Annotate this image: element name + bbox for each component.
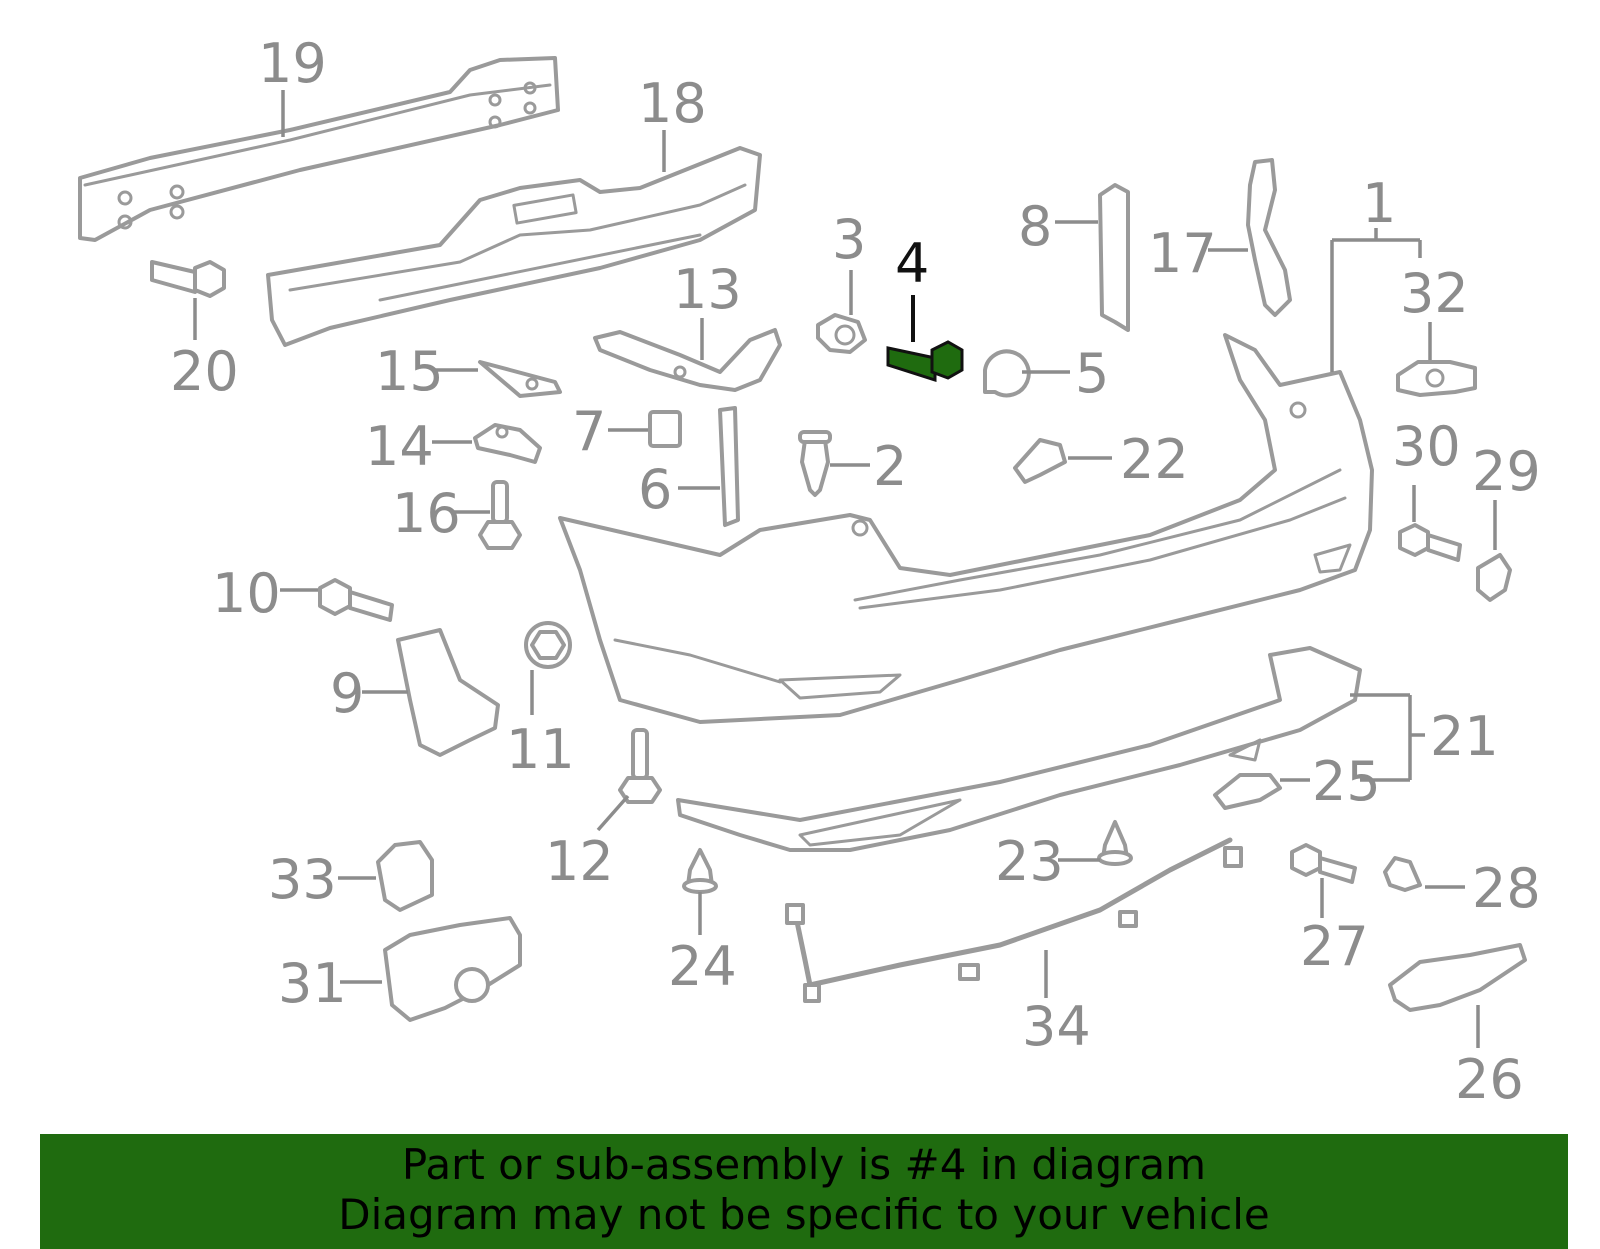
- leader-12: [596, 794, 630, 832]
- part-14-retainer: [473, 423, 542, 464]
- callout-26: 26: [1455, 1048, 1524, 1111]
- part-29-clip: [1476, 553, 1512, 602]
- leader-1: [1330, 228, 1422, 372]
- part-30-bolt: [1398, 523, 1462, 562]
- callout-32: 32: [1400, 262, 1469, 325]
- part-18-energy-absorber: [266, 146, 762, 347]
- part-27-bolt: [1290, 843, 1357, 884]
- part-19-reinforcement: [78, 56, 560, 242]
- callout-23: 23: [995, 830, 1064, 893]
- part-10-bolt: [318, 578, 394, 622]
- callout-1: 1: [1362, 172, 1396, 235]
- callout-7: 7: [572, 400, 606, 463]
- part-34-wire-harness: [785, 837, 1243, 1003]
- part-21-lower-cover: [676, 646, 1362, 852]
- part-5-grommet: [983, 349, 1031, 398]
- part-13-side-bracket: [593, 328, 782, 392]
- part-8-reflector-strip: [1098, 183, 1130, 332]
- callout-31: 31: [278, 952, 347, 1015]
- callout-6: 6: [638, 458, 672, 521]
- callout-labels: 19 18 20 15 14 13 16 7 6 3 4 5 2 8 17 22…: [170, 32, 1541, 1111]
- part-9-side-bracket: [396, 628, 500, 757]
- callout-22: 22: [1120, 428, 1189, 491]
- part-22-retainer: [1013, 438, 1067, 484]
- callout-9: 9: [330, 662, 364, 725]
- banner-line-2: Diagram may not be specific to your vehi…: [338, 1190, 1270, 1239]
- part-17-bracket: [1246, 158, 1292, 317]
- part-23-push-clip: [1097, 820, 1133, 866]
- callout-29: 29: [1472, 440, 1541, 503]
- callout-12: 12: [545, 830, 614, 893]
- part-4-bolt-highlighted: [886, 340, 964, 383]
- callout-30: 30: [1392, 415, 1461, 478]
- callout-27: 27: [1300, 915, 1369, 978]
- part-28-clip: [1383, 856, 1422, 892]
- banner-line-1: Part or sub-assembly is #4 in diagram: [401, 1140, 1207, 1189]
- callout-20: 20: [170, 340, 239, 403]
- info-banner: Part or sub-assembly is #4 in diagram Di…: [40, 1134, 1568, 1249]
- callout-14: 14: [365, 415, 434, 478]
- callout-4: 4: [895, 232, 929, 295]
- callout-3: 3: [832, 208, 866, 271]
- callout-33: 33: [268, 848, 337, 911]
- callout-17: 17: [1148, 222, 1217, 285]
- callout-8: 8: [1018, 195, 1052, 258]
- callout-28: 28: [1472, 857, 1541, 920]
- part-24-push-clip: [682, 848, 718, 894]
- callout-10: 10: [212, 562, 281, 625]
- callout-2: 2: [873, 435, 907, 498]
- part-1-bumper-cover: [558, 333, 1374, 724]
- callout-18: 18: [638, 72, 707, 135]
- part-6-strip: [718, 406, 740, 527]
- callout-19: 19: [258, 32, 327, 95]
- part-20-bolt: [150, 260, 226, 298]
- part-11-nut: [524, 621, 572, 669]
- part-25-clip: [1213, 773, 1282, 810]
- part-15-bracket: [478, 360, 562, 398]
- callout-16: 16: [392, 482, 461, 545]
- part-31-parking-sensor: [383, 916, 522, 1022]
- part-32-sensor-bracket: [1396, 360, 1477, 397]
- part-7-clip: [648, 410, 682, 448]
- callout-15: 15: [375, 340, 444, 403]
- callout-34: 34: [1022, 995, 1091, 1058]
- part-2-push-clip: [798, 430, 832, 497]
- part-26-reflector: [1388, 943, 1527, 1012]
- callout-24: 24: [668, 935, 737, 998]
- part-3-nut: [816, 313, 867, 354]
- leader-21: [1350, 693, 1425, 782]
- leader-lines: [193, 90, 1497, 1048]
- callout-11: 11: [506, 718, 575, 781]
- callout-21: 21: [1430, 705, 1499, 768]
- part-16-bolt: [478, 480, 522, 550]
- callout-5: 5: [1075, 342, 1109, 405]
- part-12-stud: [618, 728, 662, 804]
- callout-25: 25: [1312, 750, 1381, 813]
- callout-13: 13: [673, 258, 742, 321]
- part-33-sensor-retainer: [376, 840, 434, 912]
